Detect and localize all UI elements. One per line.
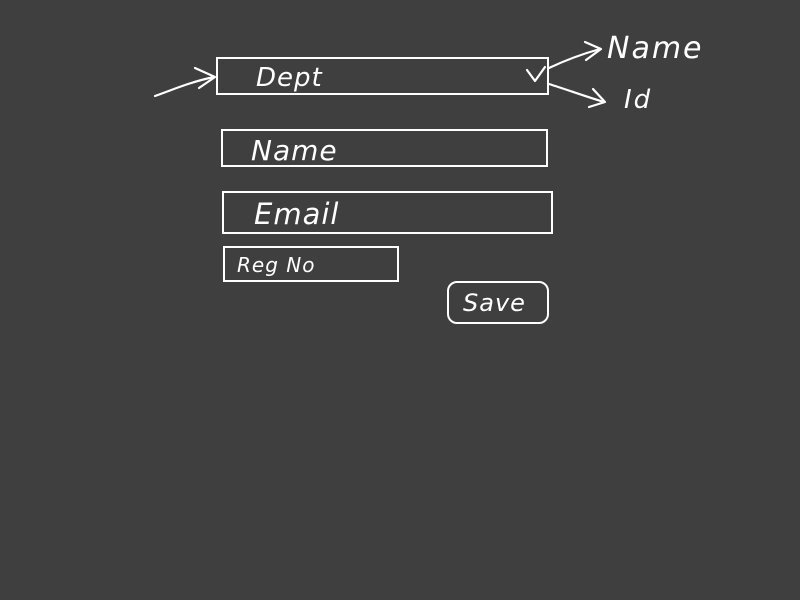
reg-no-field[interactable]: Reg No (223, 246, 399, 282)
pointer-arrow-icon (153, 66, 217, 98)
dropdown-option-annotation-name: Name (607, 31, 704, 66)
arrow-right-icon (547, 82, 607, 109)
reg-no-field-label: Reg No (237, 253, 316, 277)
dept-dropdown-label: Dept (256, 63, 323, 93)
dept-dropdown[interactable]: Dept (216, 57, 549, 95)
name-field[interactable]: Name (221, 129, 548, 167)
email-field[interactable]: Email (222, 191, 553, 234)
save-button[interactable]: Save (447, 281, 549, 324)
dropdown-option-annotation-id: Id (624, 85, 653, 115)
name-field-label: Name (251, 134, 338, 167)
save-button-label: Save (463, 289, 526, 317)
arrow-right-icon (547, 40, 603, 70)
email-field-label: Email (254, 197, 340, 231)
